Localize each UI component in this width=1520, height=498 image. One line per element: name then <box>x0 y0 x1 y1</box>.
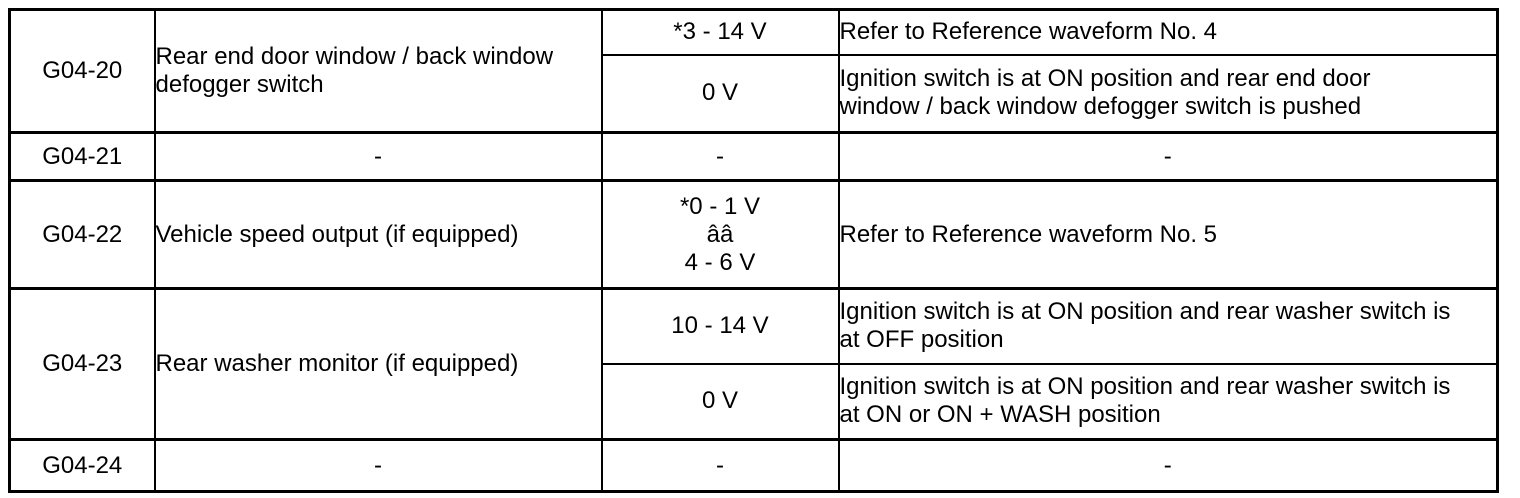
condition-cell: Refer to Reference waveform No. 4 <box>837 8 1499 56</box>
table-row-g04-21: G04-21 - - - <box>8 131 1499 182</box>
condition-cell: Ignition switch is at ON position and re… <box>837 362 1499 441</box>
terminal-description-cell: Rear washer monitor (if equipped) <box>153 287 603 441</box>
table-row-g04-20-a: G04-20 Rear end door window / back windo… <box>8 8 1499 134</box>
voltage-cell: *0 - 1 V ââ 4 - 6 V <box>600 179 840 290</box>
terminal-id-cell: G04-22 <box>8 179 156 290</box>
terminal-description-cell: Vehicle speed output (if equipped) <box>153 179 603 290</box>
table-row-g04-20-b: 0 V Ignition switch is at ON position an… <box>10 53 1499 134</box>
voltage-cell: 0 V <box>600 362 840 441</box>
terminal-id-cell: G04-21 <box>8 131 156 182</box>
voltage-cell: - <box>600 131 840 182</box>
terminal-id-cell: G04-23 <box>8 287 156 441</box>
table-row-g04-22: G04-22 Vehicle speed output (if equipped… <box>8 179 1499 290</box>
terminal-description-cell: - <box>153 131 603 182</box>
condition-cell: Ignition switch is at ON position and re… <box>837 53 1499 134</box>
voltage-cell: 0 V <box>600 53 840 134</box>
terminal-description-cell: - <box>153 438 603 493</box>
condition-cell: - <box>837 438 1499 493</box>
voltage-cell: *3 - 14 V <box>600 8 840 56</box>
terminal-id-cell: G04-24 <box>8 438 156 493</box>
table-row-g04-23-a: G04-23 Rear washer monitor (if equipped)… <box>8 287 1499 441</box>
terminal-voltage-table: G04-20 Rear end door window / back windo… <box>8 8 1499 493</box>
condition-cell: Ignition switch is at ON position and re… <box>837 287 1499 365</box>
terminal-description-cell: Rear end door window / back window defog… <box>153 8 603 134</box>
table-row-g04-23-b: 0 V Ignition switch is at ON position an… <box>10 362 1499 441</box>
condition-cell: Refer to Reference waveform No. 5 <box>837 179 1499 290</box>
voltage-cell: 10 - 14 V <box>600 287 840 365</box>
voltage-cell: - <box>600 438 840 493</box>
condition-cell: - <box>837 131 1499 182</box>
table-row-g04-24: G04-24 - - - <box>8 438 1499 493</box>
terminal-id-cell: G04-20 <box>8 8 156 134</box>
